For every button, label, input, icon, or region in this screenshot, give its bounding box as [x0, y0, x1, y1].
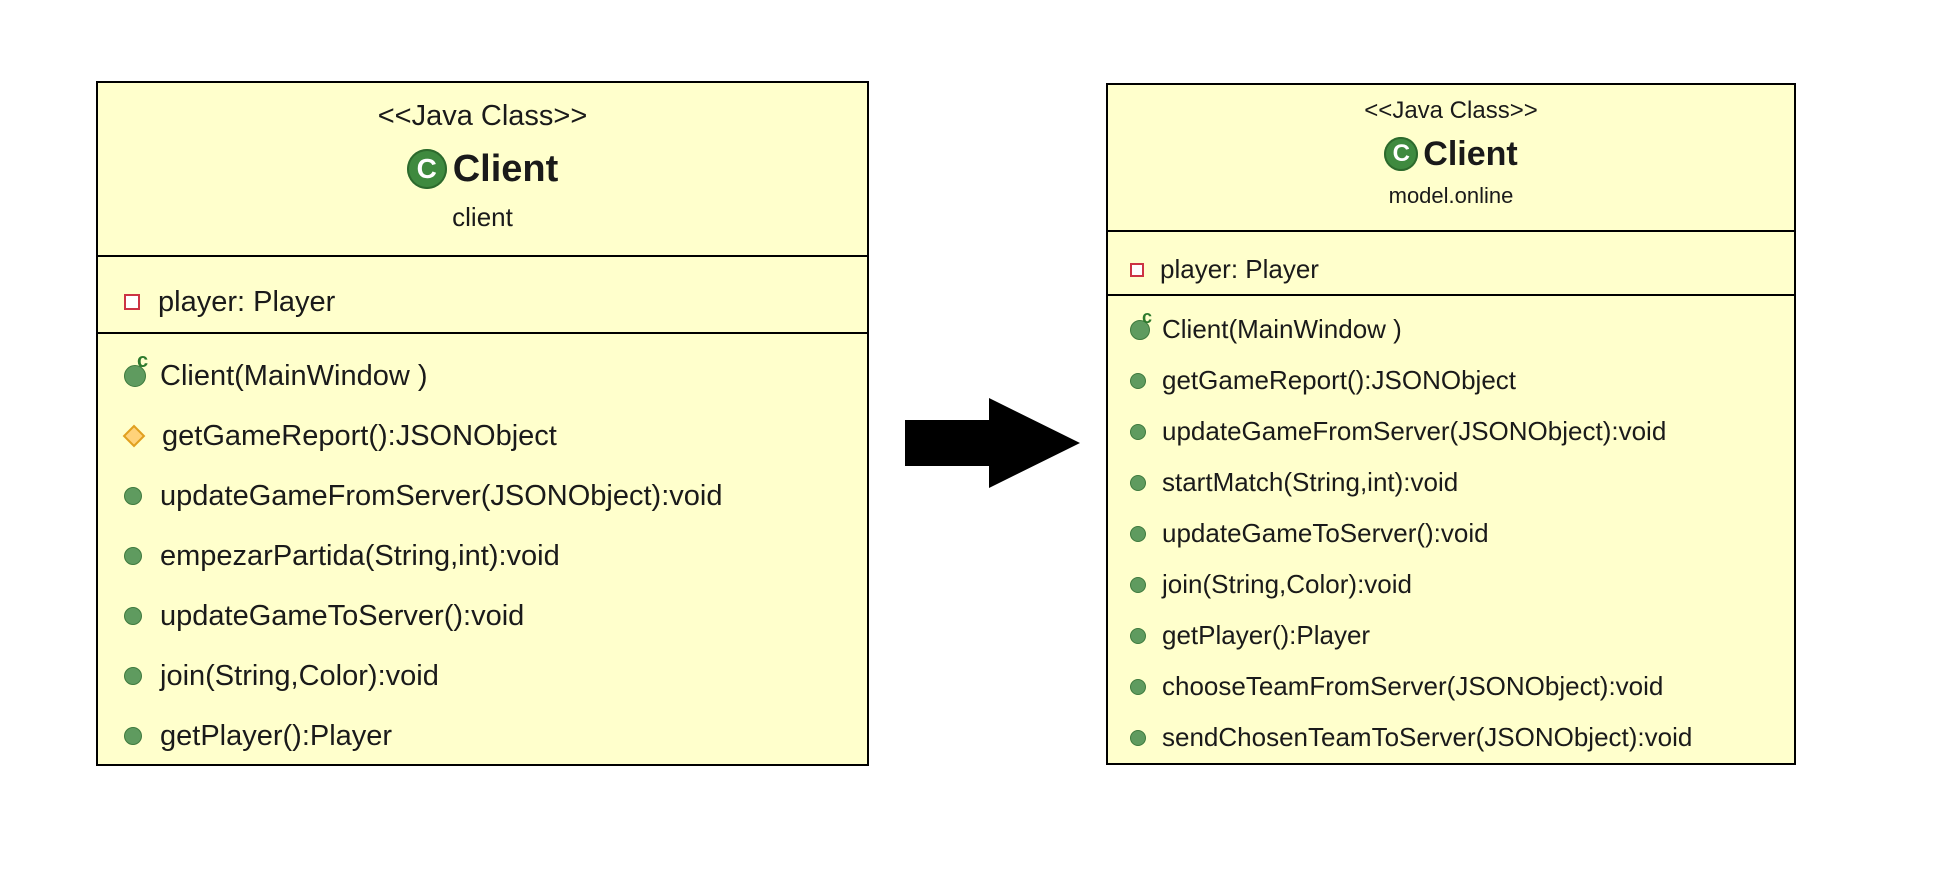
class-c-icon: C: [406, 149, 447, 189]
stereotype-label: <<Java Class>>: [1364, 97, 1538, 124]
public-method-icon: [1130, 627, 1146, 644]
field-label: player: Player: [158, 285, 336, 318]
operation-row[interactable]: getPlayer():Player: [1108, 610, 1794, 661]
operation-row[interactable]: join(String,Color):void: [98, 646, 867, 706]
package-label: client: [452, 202, 513, 232]
operation-label: join(String,Color):void: [1162, 569, 1412, 599]
operation-row[interactable]: c Client(MainWindow ): [98, 346, 867, 406]
operation-label: sendChosenTeamToServer(JSONObject):void: [1162, 722, 1693, 752]
stereotype-label: <<Java Class>>: [377, 100, 588, 132]
public-method-icon: [1130, 372, 1146, 389]
operation-row[interactable]: getPlayer():Player: [98, 706, 867, 766]
constructor-icon: c: [124, 350, 148, 387]
class-header: <<Java Class>> C Client model.online: [1108, 85, 1794, 232]
field-row[interactable]: player: Player: [98, 272, 867, 332]
operation-row[interactable]: chooseTeamFromServer(JSONObject):void: [1108, 661, 1794, 712]
protected-method-icon: [122, 424, 146, 448]
public-method-icon: [124, 487, 142, 505]
public-method-icon: [1130, 678, 1146, 695]
operation-row[interactable]: getGameReport():JSONObject: [1108, 355, 1794, 406]
private-field-icon: [1130, 262, 1144, 277]
operation-label: empezarPartida(String,int):void: [160, 539, 560, 572]
right-arrow-icon: [905, 398, 1080, 488]
operation-label: Client(MainWindow ): [1162, 314, 1402, 344]
private-field-icon: [124, 294, 140, 310]
operation-row[interactable]: updateGameToServer():void: [98, 586, 867, 646]
operation-label: Client(MainWindow ): [160, 359, 428, 392]
public-method-icon: [124, 667, 142, 685]
operations-compartment: c Client(MainWindow ) getGameReport():JS…: [98, 334, 867, 766]
operation-label: updateGameToServer():void: [1162, 518, 1489, 548]
operation-row[interactable]: join(String,Color):void: [1108, 559, 1794, 610]
class-name-label: Client: [1423, 134, 1518, 173]
public-method-icon: [124, 607, 142, 625]
operation-label: getGameReport():JSONObject: [162, 419, 557, 452]
operation-label: getPlayer():Player: [160, 719, 393, 752]
class-header: <<Java Class>> C Client client: [98, 83, 867, 257]
public-method-icon: [1130, 474, 1146, 491]
operation-row[interactable]: startMatch(String,int):void: [1108, 457, 1794, 508]
operation-row[interactable]: empezarPartida(String,int):void: [98, 526, 867, 586]
field-row[interactable]: player: Player: [1108, 244, 1794, 295]
operation-row[interactable]: getGameReport():JSONObject: [98, 406, 867, 466]
operation-label: join(String,Color):void: [160, 659, 439, 692]
public-method-icon: [1130, 423, 1146, 440]
constructor-icon: c: [1130, 307, 1152, 340]
public-method-icon: [124, 727, 142, 745]
uml-class-right[interactable]: <<Java Class>> C Client model.online pla…: [1106, 83, 1796, 765]
fields-compartment: player: Player: [98, 257, 867, 334]
class-name-label: Client: [452, 147, 559, 190]
operation-row[interactable]: updateGameToServer():void: [1108, 508, 1794, 559]
operation-row[interactable]: updateGameFromServer(JSONObject):void: [1108, 406, 1794, 457]
operation-label: getPlayer():Player: [1162, 620, 1371, 650]
uml-class-left[interactable]: <<Java Class>> C Client client player: P…: [96, 81, 869, 766]
class-c-icon: C: [1384, 137, 1419, 171]
class-name: C Client: [98, 141, 867, 197]
public-method-icon: [1130, 525, 1146, 542]
operation-row[interactable]: updateGameFromServer(JSONObject):void: [98, 466, 867, 526]
operation-label: updateGameToServer():void: [160, 599, 525, 632]
operation-label: startMatch(String,int):void: [1162, 467, 1459, 497]
operation-label: getGameReport():JSONObject: [1162, 365, 1517, 395]
public-method-icon: [1130, 729, 1146, 746]
field-label: player: Player: [1160, 254, 1319, 284]
public-method-icon: [1130, 576, 1146, 593]
operation-row[interactable]: sendChosenTeamToServer(JSONObject):void: [1108, 712, 1794, 763]
operation-row[interactable]: c Client(MainWindow ): [1108, 304, 1794, 355]
operation-label: chooseTeamFromServer(JSONObject):void: [1162, 671, 1664, 701]
operations-compartment: c Client(MainWindow ) getGameReport():JS…: [1108, 296, 1794, 763]
operation-label: updateGameFromServer(JSONObject):void: [160, 479, 723, 512]
fields-compartment: player: Player: [1108, 232, 1794, 296]
package-label: model.online: [1388, 183, 1514, 208]
public-method-icon: [124, 547, 142, 565]
operation-label: updateGameFromServer(JSONObject):void: [1162, 416, 1667, 446]
class-name: C Client: [1108, 129, 1794, 179]
